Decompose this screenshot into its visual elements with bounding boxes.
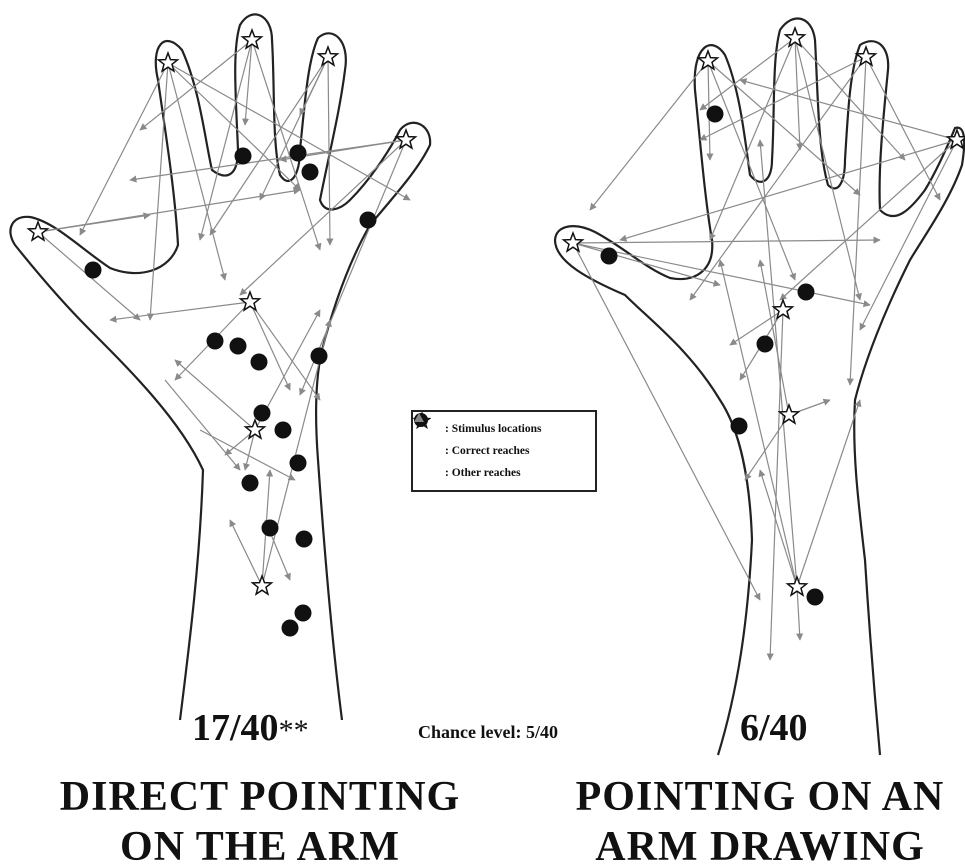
correct-reach-dot [275,422,292,439]
other-reach-arrow [230,520,262,586]
significance-marker: ** [279,714,309,747]
correct-reach-dot [251,354,268,371]
left-score-value: 17/40 [192,707,279,749]
other-reach-arrow [797,587,800,640]
correct-reach-dot [601,248,618,265]
correct-reach-dot [311,348,328,365]
other-reach-arrow [590,61,708,210]
correct-reach-dot [296,531,313,548]
correct-reach-dot [242,475,259,492]
other-reach-arrow [760,140,797,587]
other-reach-arrow [860,140,957,330]
right-caption-line2: ARM DRAWING [555,822,965,865]
other-reach-arrow [573,243,720,285]
legend-row-stimulus: : Stimulus locations [421,418,587,440]
other-reach-arrow [780,140,957,300]
correct-reach-dot [262,520,279,537]
other-reach-arrow [240,140,406,295]
correct-reach-dot [85,262,102,279]
left-caption: DIRECT POINTING ON THE ARM [40,772,480,865]
right-correct-reaches [601,106,824,606]
left-caption-line1: DIRECT POINTING [40,772,480,822]
other-reach-arrow [690,57,866,300]
right-stimulus-locations [564,28,965,595]
legend: : Stimulus locations : Correct reaches :… [411,410,597,492]
correct-reach-dot [757,336,774,353]
correct-reach-dot [295,605,312,622]
other-reach-arrow [250,302,320,400]
legend-row-correct: : Correct reaches [421,440,587,462]
legend-other-label: : Other reaches [445,467,521,479]
other-reach-arrow [573,243,870,305]
correct-reach-dot [807,589,824,606]
right-score: 6/40 [740,706,808,750]
other-reach-arrow [80,63,168,235]
right-caption: POINTING ON AN ARM DRAWING [555,772,965,865]
other-reach-arrow [795,38,860,300]
right-caption-line1: POINTING ON AN [555,772,965,822]
left-hand-outline [10,14,430,720]
other-reach-arrow [38,190,300,232]
other-reach-arrow [797,400,860,587]
other-reach-arrow [110,302,250,320]
correct-reach-dot [302,164,319,181]
other-reach-arrow [210,57,328,235]
other-reach-arrow [795,38,905,160]
correct-reach-dot [290,145,307,162]
stimulus-star [253,576,272,594]
other-reach-arrow [708,61,860,195]
other-reach-arrow [620,140,957,240]
legend-stimulus-label: : Stimulus locations [445,423,542,435]
other-reach-arrow [150,63,168,320]
other-reach-arrow [745,415,789,480]
correct-reach-dot [230,338,247,355]
correct-reach-dot [290,455,307,472]
correct-reach-dot [207,333,224,350]
legend-correct-label: : Correct reaches [445,445,530,457]
correct-reach-dot [254,405,271,422]
other-reach-arrow [770,310,783,660]
legend-row-other: : Other reaches [421,462,587,484]
other-reach-arrow [175,360,255,430]
left-other-reaches [38,40,410,586]
other-reach-arrow [760,470,797,587]
stimulus-star [564,233,583,251]
other-reach-arrow [573,240,880,243]
other-reach-arrow [850,57,866,385]
correct-reach-dot [282,620,299,637]
correct-reach-dot [235,148,252,165]
left-caption-line2: ON THE ARM [40,822,480,865]
chance-level: Chance level: 5/40 [418,722,558,743]
correct-reach-dot [707,106,724,123]
correct-reach-dot [731,418,748,435]
correct-reach-dot [798,284,815,301]
left-score: 17/40** [192,706,309,750]
correct-reach-dot [360,212,377,229]
stimulus-star [241,292,260,310]
